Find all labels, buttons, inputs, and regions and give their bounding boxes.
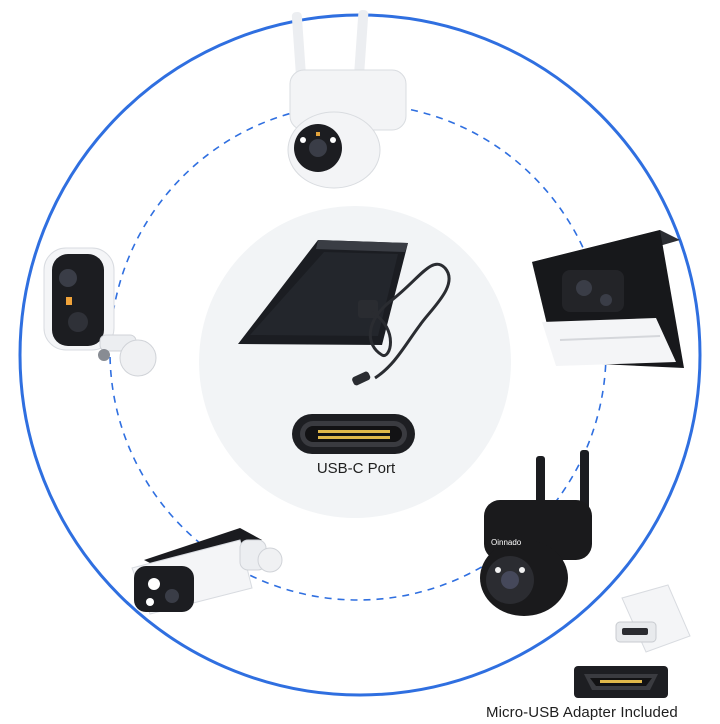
micro-usb-port-icon xyxy=(574,666,668,698)
camera-brand-text: Oinnado xyxy=(491,538,522,547)
center-disc xyxy=(199,206,511,518)
solar-floodlight-camera xyxy=(532,230,684,368)
white-bullet-camera xyxy=(43,247,157,377)
usb-c-port-label: USB-C Port xyxy=(316,460,396,477)
black-ptz-camera: Oinnado xyxy=(480,450,592,616)
micro-usb-adapter-label: Micro-USB Adapter Included xyxy=(486,704,678,721)
usb-adapter-icon xyxy=(615,584,691,653)
usb-c-port-icon xyxy=(292,414,415,454)
solar-panel-icon xyxy=(238,240,451,386)
white-solar-bullet-camera xyxy=(131,528,283,615)
white-ptz-camera xyxy=(287,10,407,189)
